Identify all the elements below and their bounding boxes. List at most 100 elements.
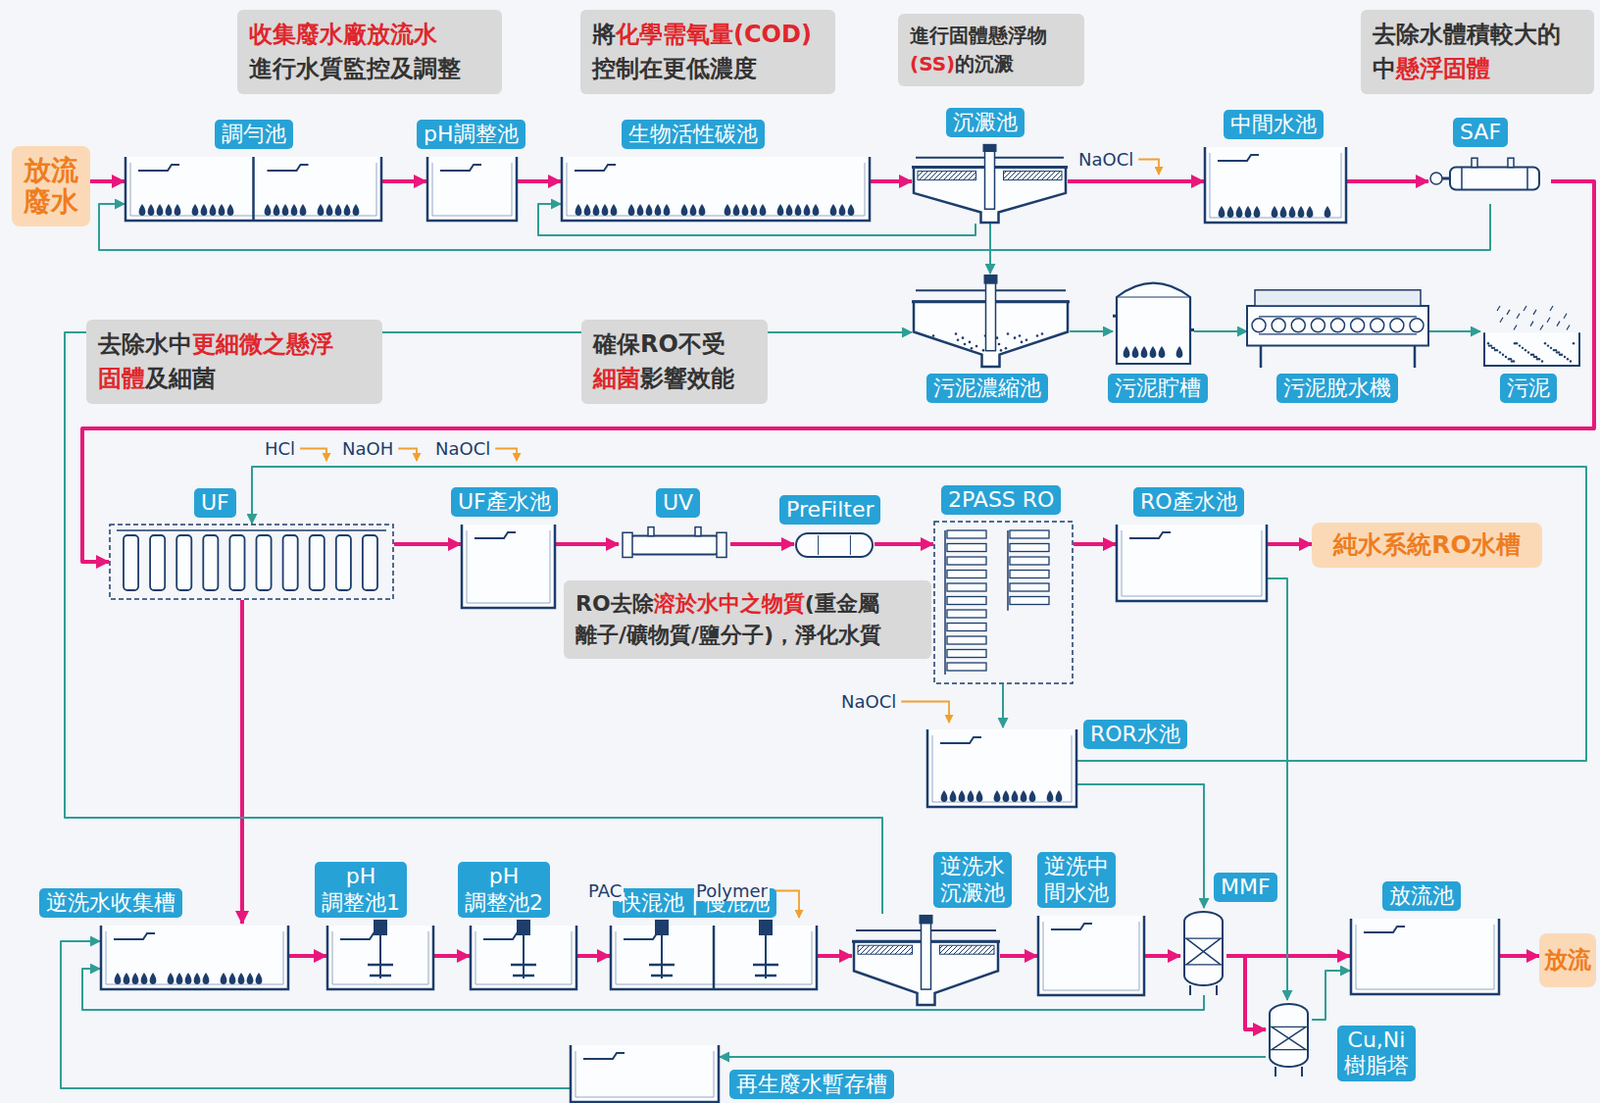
water-tank-drawing [209, 203, 217, 216]
dosing-leader [1138, 159, 1159, 176]
filter-vessel: Cu,Ni 樹脂塔 [1265, 1000, 1312, 1077]
filter-vessel-drawing [1184, 911, 1223, 986]
water-tank-drawing [100, 925, 289, 990]
water-tank: 生物活性碳池 [560, 154, 871, 222]
chemical-label: NaOCl [839, 691, 899, 712]
prefilter-drawing [818, 535, 851, 555]
ro-unit-drawing [1009, 583, 1050, 592]
sludge-bin-drawing [1487, 342, 1490, 345]
ro-unit-drawing [934, 521, 1073, 684]
sludge-press-drawing [1331, 318, 1346, 333]
water-tank-drawing [690, 203, 698, 216]
water-tank-drawing [300, 203, 307, 216]
clarifier-drawing [1003, 171, 1063, 181]
uf-module-drawing [109, 524, 394, 600]
callout-text: 去除水中更細微之懸浮 固體及細菌 [98, 327, 371, 397]
terminal-box: 放流廢水 [11, 146, 91, 227]
water-tank-drawing [335, 203, 343, 216]
water-tank-drawing [1037, 913, 1146, 997]
mixing-tank-drawing [712, 925, 716, 990]
process-flow-line [1267, 542, 1312, 547]
sludge-storage-tank-drawing [1150, 346, 1157, 358]
sludge-bin-drawing [1516, 313, 1520, 319]
highlight-text: 固體 [98, 364, 146, 393]
sludge-thickener-drawing [1036, 334, 1040, 338]
callout-text: 確保RO不受 細菌影響效能 [593, 327, 756, 397]
prefilter-drawing [794, 530, 875, 560]
mixing-tank: pH 調整池2 [469, 923, 578, 991]
sludge-bin-drawing [1547, 344, 1550, 347]
callout-note: 將化學需氧量(COD) 控制在更低濃度 [580, 9, 836, 95]
mixing-tank-drawing [764, 935, 767, 979]
mixing-tank-drawing [367, 964, 394, 976]
water-tank-drawing [114, 972, 122, 985]
callout-note: 去除水體積較大的 中懸浮固體 [1360, 9, 1595, 95]
sludge-thickener-drawing [956, 338, 960, 342]
uf-module-drawing [229, 535, 245, 591]
clarifier-drawing [983, 144, 998, 152]
filter-vessel-drawing [1185, 938, 1222, 965]
water-tank-drawing [637, 203, 645, 216]
water-tank-drawing [105, 931, 284, 985]
sludge-thickener-drawing [963, 343, 967, 347]
mixing-tank-drawing [522, 935, 525, 979]
water-tank-drawing [570, 1045, 719, 1102]
process-flow-line [1145, 953, 1181, 958]
sludge-bin-drawing [1533, 355, 1536, 358]
clarifier: 沉澱池 [911, 143, 1068, 224]
water-tank-drawing [654, 203, 662, 216]
water-tank-drawing [1271, 205, 1279, 218]
process-flow-line [90, 179, 125, 184]
sludge-thickener-drawing [984, 274, 999, 285]
water-tank-drawing [247, 972, 254, 985]
water-tank-drawing [646, 203, 653, 216]
callout-text: 進行固體懸浮物 (SS)的沉澱 [909, 21, 1073, 79]
sludge-bin-drawing [1523, 305, 1527, 311]
water-tank-drawing [950, 790, 957, 802]
water-tank-drawing [100, 923, 290, 991]
dosing-leader [398, 449, 417, 462]
process-flow-line [1073, 542, 1116, 547]
water-tank-drawing [593, 203, 600, 216]
saf-filter: SAF [1428, 152, 1551, 204]
water-tank-drawing [1129, 532, 1171, 539]
terminal-box: 純水系統RO水槽 [1311, 522, 1543, 568]
water-tank-drawing [1324, 205, 1332, 218]
water-tank-drawing [1203, 145, 1348, 224]
sludge-storage-tank-drawing [1112, 273, 1195, 368]
water-tank-drawing [1050, 923, 1093, 930]
water-tank-drawing [264, 203, 272, 216]
return-flow-line [719, 1055, 1266, 1058]
filter-vessel-drawing [1265, 1000, 1312, 1077]
process-flow-line [1347, 179, 1429, 184]
sludge-bin-drawing [1541, 359, 1544, 362]
process-flow-line [730, 542, 795, 547]
mixing-tank-drawing [379, 935, 382, 979]
ro-unit-drawing [947, 530, 987, 539]
water-tank-drawing [830, 203, 838, 216]
uf-module-drawing [123, 535, 139, 591]
sludge-bin-drawing [1533, 309, 1537, 315]
water-tank-drawing [432, 162, 512, 216]
water-tank-drawing [583, 1052, 625, 1059]
ro-unit-drawing [947, 570, 987, 579]
water-tank-drawing [317, 203, 325, 216]
sludge-bin-drawing [1527, 350, 1530, 353]
mixing-tank-drawing [752, 964, 779, 976]
sludge-bin-drawing [1513, 342, 1516, 345]
ro-unit-drawing [947, 650, 987, 658]
water-tank: 再生廢水暫存槽 [569, 1043, 720, 1103]
mixing-tank-drawing [469, 923, 578, 991]
water-tank-drawing [251, 156, 255, 221]
note-text: 確保RO不受 [593, 330, 726, 358]
water-tank-drawing [255, 972, 263, 985]
water-tank-drawing [176, 972, 184, 985]
sludge-press-drawing [1251, 318, 1266, 333]
ro-unit-drawing [947, 623, 987, 632]
process-flow-line [240, 600, 245, 924]
ro-unit-drawing [1009, 544, 1050, 552]
water-tank-drawing [352, 203, 360, 216]
saf-filter-drawing [1471, 157, 1478, 167]
sludge-thickener-drawing [986, 283, 997, 351]
sludge-bin-drawing [1510, 359, 1513, 362]
